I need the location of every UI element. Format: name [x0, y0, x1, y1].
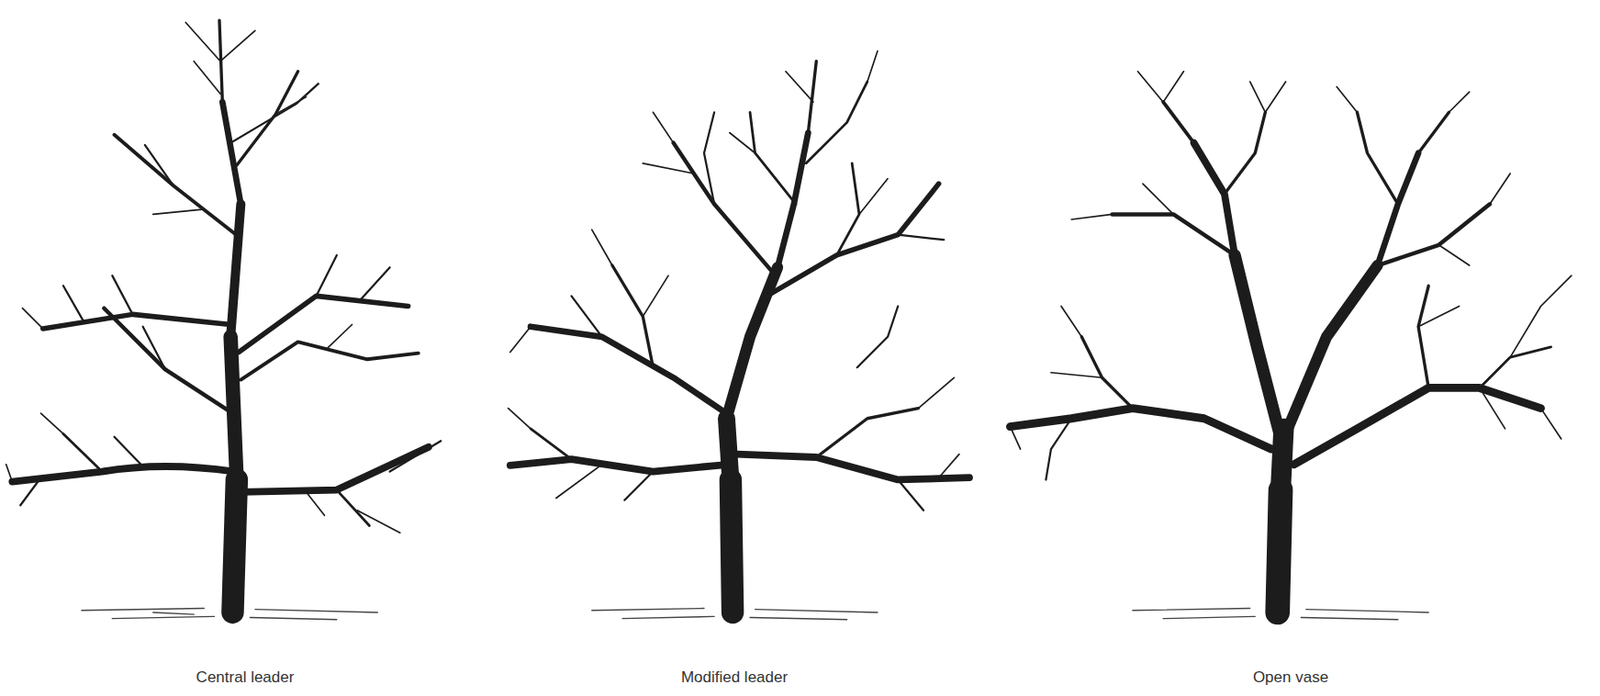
tree-caption: Modified leader [681, 668, 788, 687]
tree-caption: Central leader [196, 668, 295, 687]
open-vase-tree [1009, 71, 1571, 613]
tree-caption: Open vase [1253, 668, 1329, 687]
central-leader-tree [6, 20, 442, 613]
modified-leader-tree [508, 51, 970, 613]
